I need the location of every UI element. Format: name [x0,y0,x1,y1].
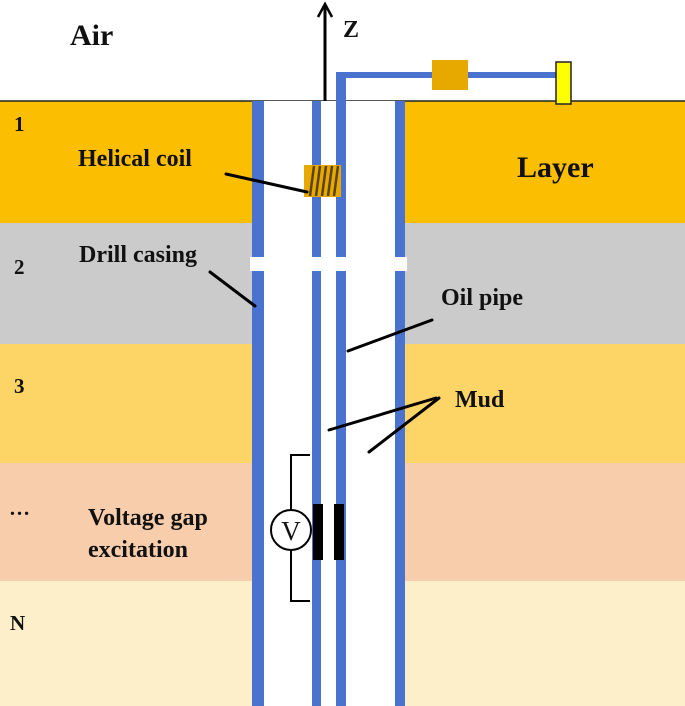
helical-coil-leader [224,172,309,194]
coil-stripe [332,165,340,197]
coil-stripe [314,165,322,197]
voltage-gap-label-line1: Voltage gap [88,505,208,531]
borehole [252,101,405,706]
voltage-gap-label-line2: excitation [88,537,188,563]
source-box [432,60,468,90]
drill-casing-leader [208,270,257,308]
voltage-gap-source: V [270,454,344,602]
gap-electrode-upper [313,504,323,560]
layer-number-1: 1 [14,112,25,136]
drill-casing-left-wall [252,101,264,706]
voltmeter-symbol: V [281,516,301,546]
helical-coil-label: Helical coil [78,146,192,172]
air-label: Air [70,19,113,52]
oil-pipe-gap-right [334,257,348,271]
mud-leader-inner [327,396,438,432]
coil-stripe [320,165,328,197]
oil-pipe-leader [346,318,434,353]
receiver-plate [555,61,572,105]
layer-label: Layer [517,151,594,184]
layer-number-2: 2 [14,255,25,279]
oil-pipe-left-wall [312,101,321,706]
layer-number-3: 3 [14,374,25,398]
drill-casing-label: Drill casing [79,242,197,268]
z-axis-arrowhead [316,1,334,18]
layer-number-5: N [10,611,25,635]
mud-leader-outer [367,396,441,454]
casing-gap-left [250,257,267,271]
casing-gap-right [393,257,407,271]
oil-pipe-right-wall [336,84,346,706]
drill-casing-right-wall [395,101,405,706]
coil-stripe [326,165,334,197]
oil-pipe-label: Oil pipe [441,285,523,311]
gap-electrode-lower [334,504,344,560]
mud-label: Mud [455,387,505,413]
coil-stripe [308,165,316,197]
helical-coil [304,165,341,197]
voltmeter-circle [270,509,312,551]
layer-number-4: … [9,496,30,520]
voltage-gap-wire [290,454,310,602]
oil-pipe-gap-left [310,257,323,271]
z-axis-label: Z [343,17,359,43]
